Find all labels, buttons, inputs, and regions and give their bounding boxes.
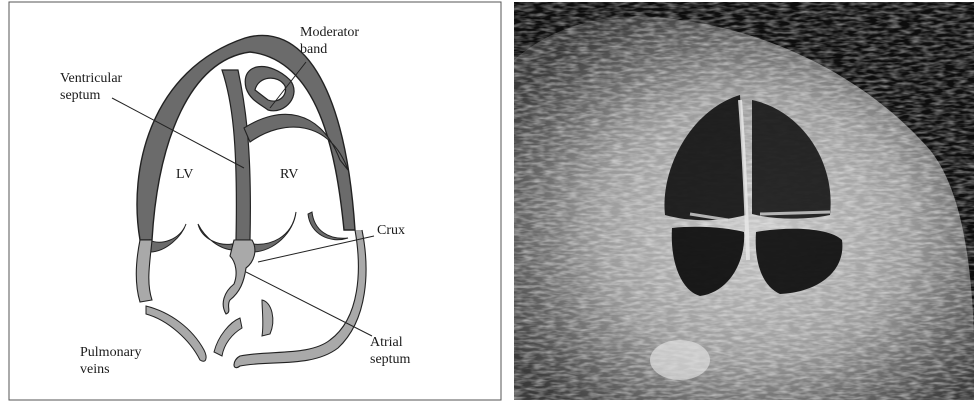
echo-bright-spot [650, 340, 710, 380]
schematic-panel: Moderator band Ventricular septum LV RV … [9, 2, 501, 400]
label-rv: RV [280, 167, 298, 182]
schematic-frame [9, 2, 501, 400]
echocardiogram-image [514, 2, 975, 400]
label-crux: Crux [377, 223, 405, 238]
label-lv: LV [176, 167, 193, 182]
